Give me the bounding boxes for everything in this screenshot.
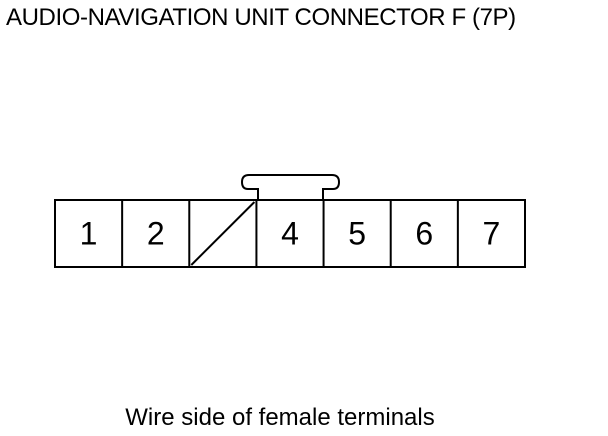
terminal-label-1: 1 [80, 216, 98, 252]
diagram-caption: Wire side of female terminals [125, 404, 435, 431]
terminal-label-5: 5 [348, 216, 366, 252]
diagram-title: AUDIO-NAVIGATION UNIT CONNECTOR F (7P) [6, 4, 516, 31]
terminal-label-2: 2 [147, 216, 165, 252]
terminal-label-4: 4 [281, 216, 299, 252]
terminal-label-7: 7 [483, 216, 501, 252]
empty-terminal-slash [190, 201, 256, 266]
connector-housing [54, 199, 526, 268]
terminal-label-6: 6 [415, 216, 433, 252]
connector-lock-tab [240, 174, 341, 200]
